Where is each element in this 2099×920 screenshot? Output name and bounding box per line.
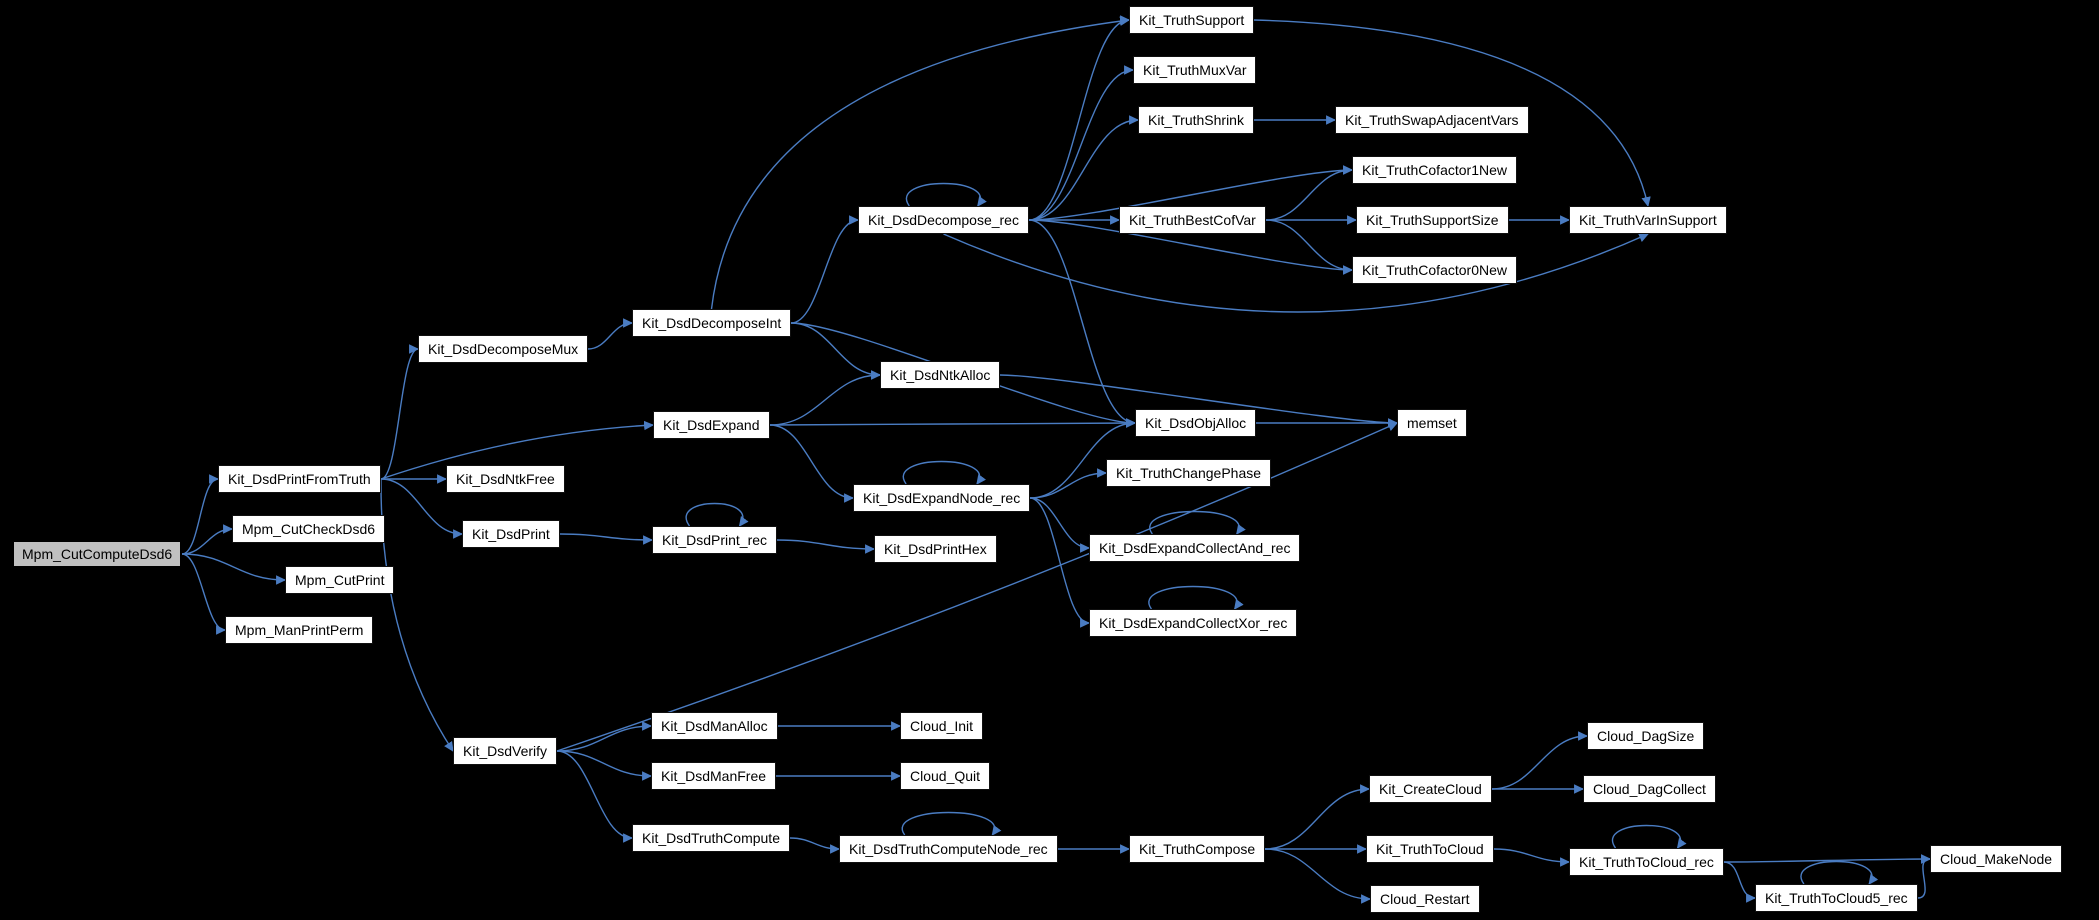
- edge-Mpm_CutComputeDsd6-to-Mpm_ManPrintPerm: [181, 553, 227, 635]
- node-Kit_TruthCofactor0New[interactable]: Kit_TruthCofactor0New: [1352, 256, 1517, 284]
- edge-Kit_TruthBestCofVar-to-Kit_TruthCofactor1New: [1265, 165, 1354, 221]
- node-Kit_DsdManAlloc[interactable]: Kit_DsdManAlloc: [651, 712, 778, 740]
- node-Cloud_Quit[interactable]: Cloud_Quit: [900, 762, 991, 790]
- edge-Kit_TruthToCloud-to-Kit_TruthToCloud_rec: [1493, 848, 1571, 867]
- node-Kit_TruthToCloud5_rec[interactable]: Kit_TruthToCloud5_rec: [1755, 884, 1918, 912]
- edge-Kit_DsdExpandCollectAnd_rec-to-Kit_DsdExpandCollectAnd_rec: [1149, 510, 1246, 535]
- node-Kit_TruthBestCofVar[interactable]: Kit_TruthBestCofVar: [1119, 206, 1266, 234]
- edge-Kit_DsdExpandNode_rec-to-Kit_DsdExpandCollectXor_rec: [1029, 497, 1091, 628]
- node-Kit_TruthSupportSize[interactable]: Kit_TruthSupportSize: [1356, 206, 1509, 234]
- edge-Kit_DsdPrint_rec-to-Kit_DsdPrint_rec: [685, 502, 749, 527]
- node-Kit_DsdExpandCollectAnd_rec[interactable]: Kit_DsdExpandCollectAnd_rec: [1089, 534, 1301, 562]
- node-Kit_DsdDecomposeInt[interactable]: Kit_DsdDecomposeInt: [632, 309, 792, 337]
- node-Kit_DsdPrint[interactable]: Kit_DsdPrint: [462, 520, 560, 548]
- edge-Kit_DsdTruthComputeNode_rec-to-Kit_DsdTruthComputeNode_rec: [901, 811, 1002, 836]
- node-Kit_TruthChangePhase[interactable]: Kit_TruthChangePhase: [1106, 459, 1272, 487]
- node-Mpm_CutComputeDsd6[interactable]: Mpm_CutComputeDsd6: [12, 540, 183, 568]
- node-Kit_DsdExpand[interactable]: Kit_DsdExpand: [653, 411, 770, 439]
- edge-Mpm_CutComputeDsd6-to-Kit_DsdPrintFromTruth: [181, 474, 220, 555]
- edge-Mpm_CutComputeDsd6-to-Mpm_CutPrint: [181, 553, 287, 585]
- node-Kit_TruthToCloud[interactable]: Kit_TruthToCloud: [1366, 835, 1494, 863]
- node-Kit_CreateCloud[interactable]: Kit_CreateCloud: [1369, 775, 1492, 803]
- edge-Kit_DsdExpandNode_rec-to-Kit_DsdExpandCollectAnd_rec: [1029, 497, 1091, 553]
- node-Kit_DsdExpandNode_rec[interactable]: Kit_DsdExpandNode_rec: [853, 484, 1031, 512]
- node-Kit_TruthCompose[interactable]: Kit_TruthCompose: [1129, 835, 1266, 863]
- node-Kit_TruthMuxVar[interactable]: Kit_TruthMuxVar: [1133, 56, 1257, 84]
- node-Cloud_Restart[interactable]: Cloud_Restart: [1370, 885, 1480, 913]
- edge-Kit_DsdTruthCompute-to-Kit_DsdTruthComputeNode_rec: [789, 837, 841, 854]
- edge-Kit_DsdExpand-to-Kit_DsdExpandNode_rec: [769, 424, 855, 503]
- edge-Kit_CreateCloud-to-Cloud_DagSize: [1491, 731, 1589, 790]
- edge-Kit_DsdDecomposeInt-to-Kit_TruthSupport: [710, 16, 1131, 310]
- edge-Kit_DsdDecompose_rec-to-Kit_TruthSupport: [1028, 15, 1131, 221]
- edge-Kit_DsdPrint_rec-to-Kit_DsdPrintHex: [776, 539, 876, 554]
- node-Cloud_DagSize[interactable]: Cloud_DagSize: [1587, 722, 1705, 750]
- edge-Kit_TruthToCloud5_rec-to-Kit_TruthToCloud5_rec: [1800, 860, 1879, 885]
- edge-Kit_DsdVerify-to-Kit_DsdManAlloc: [556, 721, 653, 752]
- node-Kit_DsdPrintFromTruth[interactable]: Kit_DsdPrintFromTruth: [218, 465, 381, 493]
- node-Kit_TruthToCloud_rec[interactable]: Kit_TruthToCloud_rec: [1569, 848, 1724, 876]
- node-Kit_DsdDecompose_rec[interactable]: Kit_DsdDecompose_rec: [858, 206, 1029, 234]
- edge-Kit_DsdDecompose_rec-to-Kit_TruthVarInSupport: [943, 233, 1649, 313]
- edge-Mpm_CutComputeDsd6-to-Mpm_CutCheckDsd6: [181, 524, 234, 555]
- node-Kit_DsdManFree[interactable]: Kit_DsdManFree: [651, 762, 777, 790]
- edge-Kit_DsdExpand-to-Kit_DsdObjAlloc: [769, 418, 1137, 428]
- edge-Kit_DsdDecompose_rec-to-Kit_DsdObjAlloc: [1028, 219, 1137, 428]
- edge-Kit_TruthToCloud_rec-to-Kit_TruthToCloud5_rec: [1723, 861, 1757, 903]
- node-Kit_DsdTruthCompute[interactable]: Kit_DsdTruthCompute: [632, 824, 790, 852]
- edge-Kit_DsdExpandNode_rec-to-Kit_DsdExpandNode_rec: [902, 460, 986, 485]
- node-Kit_TruthCofactor1New[interactable]: Kit_TruthCofactor1New: [1352, 156, 1517, 184]
- edge-Kit_DsdExpandNode_rec-to-Kit_TruthChangePhase: [1029, 468, 1108, 499]
- edge-Kit_TruthToCloud_rec-to-Kit_TruthToCloud_rec: [1611, 824, 1687, 849]
- edge-Kit_DsdDecomposeMux-to-Kit_DsdDecomposeInt: [587, 318, 634, 350]
- edge-Kit_TruthCompose-to-Kit_CreateCloud: [1264, 784, 1371, 850]
- edge-Kit_DsdDecompose_rec-to-Kit_TruthShrink: [1028, 115, 1140, 221]
- node-Kit_DsdExpandCollectXor_rec[interactable]: Kit_DsdExpandCollectXor_rec: [1089, 609, 1298, 637]
- edge-Kit_DsdDecompose_rec-to-Kit_TruthMuxVar: [1028, 65, 1135, 221]
- node-memset[interactable]: memset: [1397, 409, 1467, 437]
- node-Kit_TruthSwapAdjacentVars[interactable]: Kit_TruthSwapAdjacentVars: [1335, 106, 1529, 134]
- node-Kit_DsdVerify[interactable]: Kit_DsdVerify: [453, 737, 558, 765]
- edge-Kit_DsdPrintFromTruth-to-Kit_DsdDecomposeMux: [380, 344, 420, 480]
- edge-Kit_DsdDecomposeInt-to-Kit_DsdDecompose_rec: [790, 215, 860, 324]
- edge-Kit_DsdDecompose_rec-to-Kit_DsdDecompose_rec: [905, 182, 987, 207]
- edge-Kit_TruthBestCofVar-to-Kit_TruthCofactor0New: [1265, 219, 1354, 275]
- node-Cloud_Init[interactable]: Cloud_Init: [900, 712, 984, 740]
- node-Kit_DsdPrint_rec[interactable]: Kit_DsdPrint_rec: [652, 526, 778, 554]
- node-Mpm_CutCheckDsd6[interactable]: Mpm_CutCheckDsd6: [232, 515, 386, 543]
- node-Kit_DsdDecomposeMux[interactable]: Kit_DsdDecomposeMux: [418, 335, 589, 363]
- edge-Kit_DsdExpandCollectXor_rec-to-Kit_DsdExpandCollectXor_rec: [1148, 585, 1244, 610]
- edge-Kit_DsdExpand-to-Kit_DsdNtkAlloc: [769, 370, 882, 426]
- edge-Kit_DsdPrintFromTruth-to-Kit_DsdVerify: [380, 478, 454, 752]
- node-Mpm_ManPrintPerm[interactable]: Mpm_ManPrintPerm: [225, 616, 374, 644]
- node-Cloud_MakeNode[interactable]: Cloud_MakeNode: [1930, 845, 2063, 873]
- edge-Kit_DsdVerify-to-Kit_DsdTruthCompute: [556, 750, 634, 843]
- node-Kit_TruthSupport[interactable]: Kit_TruthSupport: [1129, 6, 1255, 34]
- edge-Kit_DsdVerify-to-Kit_DsdManFree: [556, 750, 653, 781]
- edge-Kit_TruthToCloud5_rec-to-Cloud_MakeNode: [1917, 854, 1932, 899]
- node-Kit_DsdNtkAlloc[interactable]: Kit_DsdNtkAlloc: [880, 361, 1001, 389]
- edge-Kit_DsdPrint-to-Kit_DsdPrint_rec: [559, 533, 654, 545]
- node-Cloud_DagCollect[interactable]: Cloud_DagCollect: [1583, 775, 1716, 803]
- edge-Kit_TruthToCloud_rec-to-Cloud_MakeNode: [1723, 854, 1932, 864]
- edge-Kit_TruthCompose-to-Cloud_Restart: [1264, 848, 1372, 904]
- node-Kit_TruthVarInSupport[interactable]: Kit_TruthVarInSupport: [1569, 206, 1727, 234]
- node-Kit_DsdNtkFree[interactable]: Kit_DsdNtkFree: [446, 465, 565, 493]
- node-Kit_DsdObjAlloc[interactable]: Kit_DsdObjAlloc: [1135, 409, 1257, 437]
- node-Kit_DsdTruthComputeNode_rec[interactable]: Kit_DsdTruthComputeNode_rec: [839, 835, 1058, 863]
- node-Mpm_CutPrint[interactable]: Mpm_CutPrint: [285, 566, 395, 594]
- node-Kit_TruthShrink[interactable]: Kit_TruthShrink: [1138, 106, 1254, 134]
- edge-Kit_DsdDecomposeInt-to-Kit_DsdNtkAlloc: [790, 322, 882, 380]
- node-Kit_DsdPrintHex[interactable]: Kit_DsdPrintHex: [874, 535, 997, 563]
